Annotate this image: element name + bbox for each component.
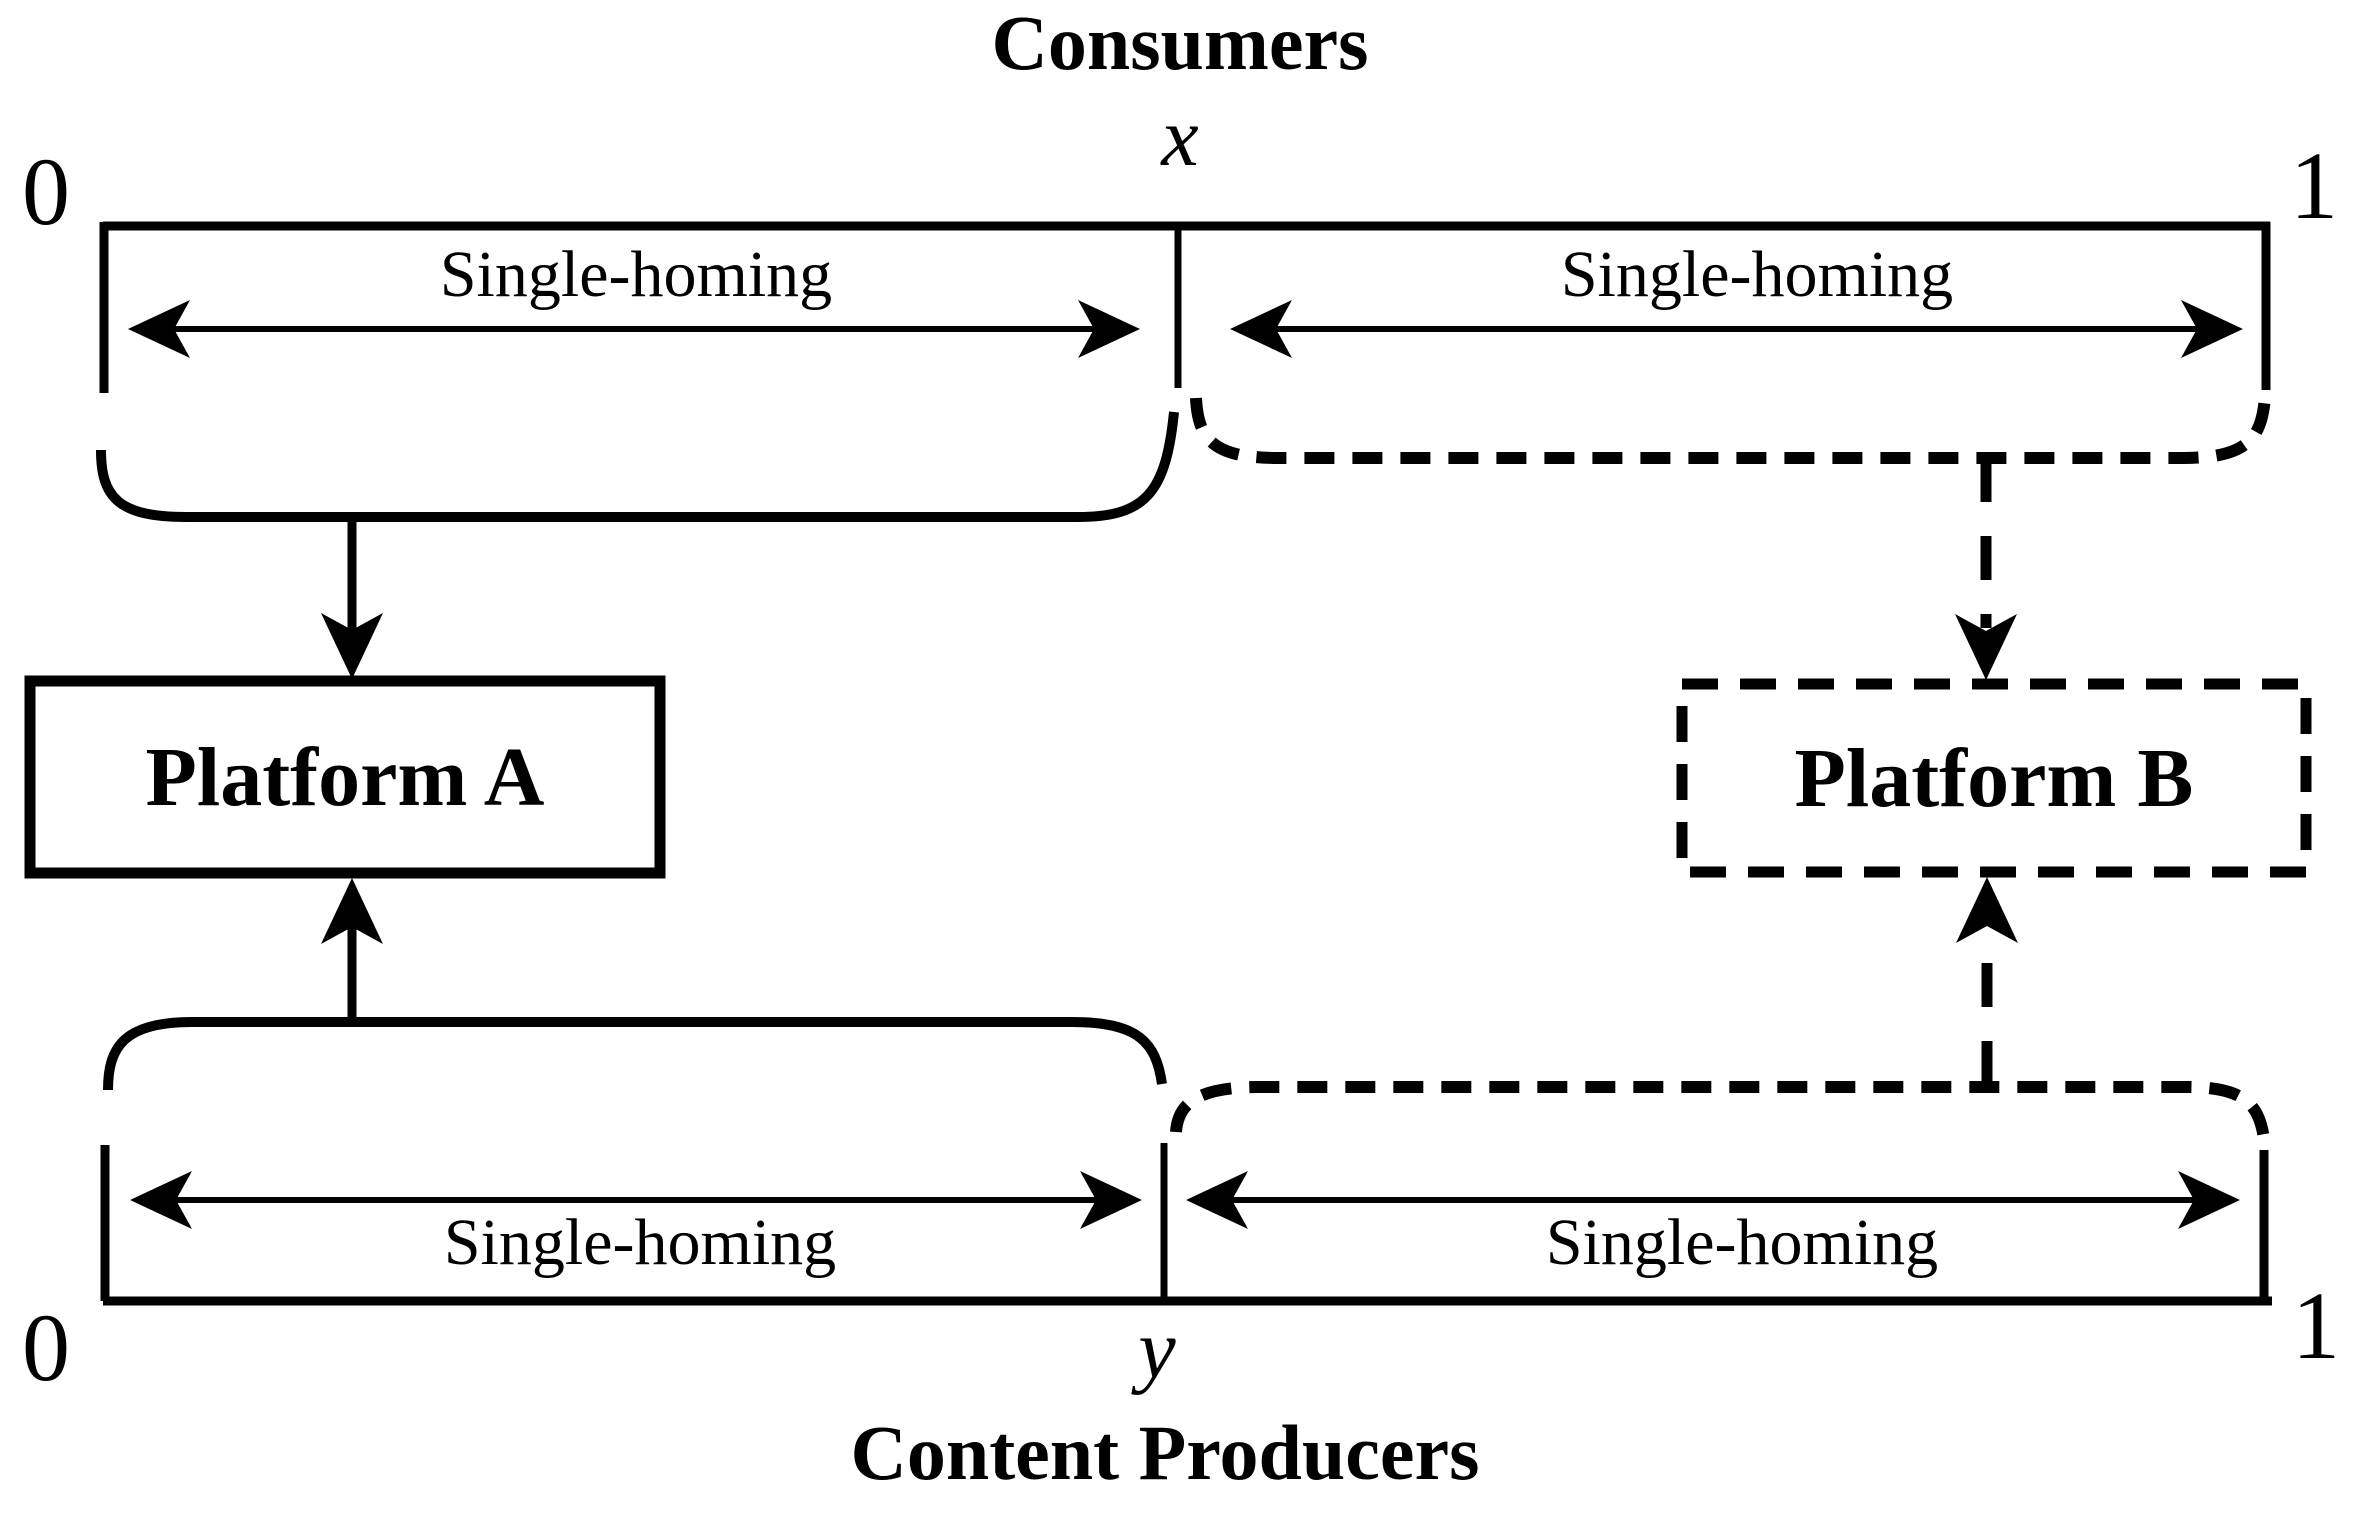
consumers-axis-line: [99, 221, 2271, 393]
arrowhead-down-icon: [1955, 614, 2017, 680]
consumers-title: Consumers: [991, 0, 1369, 86]
arrowhead-left-icon: [1186, 1171, 1248, 1229]
platform-b-label: Platform B: [1794, 731, 2194, 825]
consumers-threshold-label: x: [1161, 91, 1199, 184]
platform-a-label: Platform A: [145, 730, 545, 824]
producers-origin-label: 0: [22, 1294, 70, 1401]
arrowhead-up-icon: [321, 878, 383, 944]
consumers-to-platform-a-arrow: [321, 517, 383, 679]
consumers-to-platform-b-arrow: [1955, 458, 2017, 680]
arrowhead-up-icon: [1956, 877, 2018, 943]
producers-a-brace: [103, 1017, 1167, 1091]
arrowhead-down-icon: [321, 613, 383, 679]
consumers-left-segment-label: Single-homing: [439, 238, 833, 311]
platform-b-box: [1676, 678, 2312, 878]
arrowhead-left-icon: [130, 1171, 192, 1229]
producers-left-segment-label: Single-homing: [443, 1206, 837, 1279]
arrowhead-left-icon: [128, 300, 190, 358]
arrowhead-right-icon: [1080, 1171, 1142, 1229]
producers-to-platform-b-arrow: [1956, 877, 2018, 1085]
producers-left-range-arrow: [130, 1171, 1142, 1229]
producers-to-platform-a-arrow: [321, 878, 383, 1022]
producers-threshold-label: y: [1138, 1303, 1176, 1396]
producers-end-label: 1: [2292, 1272, 2340, 1379]
arrowhead-right-icon: [1078, 300, 1140, 358]
arrowhead-right-icon: [2181, 300, 2243, 358]
producers-axis-line: [100, 1143, 2272, 1306]
producers-right-range-arrow: [1186, 1171, 2240, 1229]
platform-a-box: [24, 675, 666, 879]
consumers-right-range-arrow: [1230, 300, 2243, 358]
consumers-left-range-arrow: [128, 300, 1140, 358]
consumers-right-segment-label: Single-homing: [1560, 238, 1954, 311]
consumers-a-brace: [96, 411, 1179, 522]
arrowhead-right-icon: [2178, 1171, 2240, 1229]
producers-b-brace: [1170, 1081, 2271, 1151]
consumers-b-brace: [1190, 395, 2271, 464]
consumers-end-label: 1: [2290, 132, 2338, 239]
arrowhead-left-icon: [1230, 300, 1292, 358]
consumers-origin-label: 0: [22, 138, 70, 245]
producers-right-segment-label: Single-homing: [1545, 1206, 1939, 1279]
content-producers-title: Content Producers: [850, 1409, 1480, 1496]
